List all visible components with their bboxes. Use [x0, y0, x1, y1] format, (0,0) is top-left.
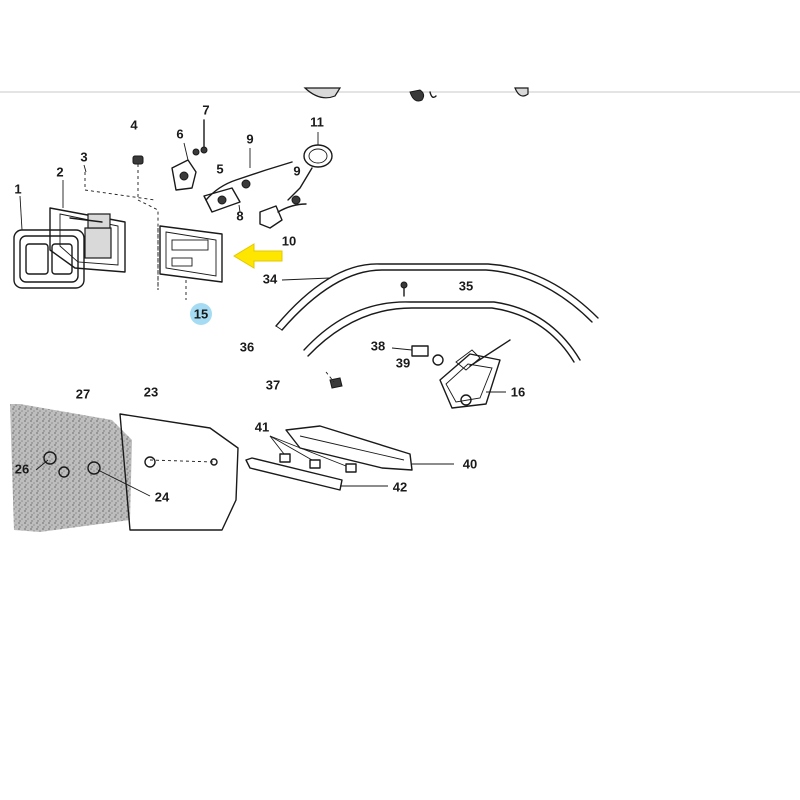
label-36: 36 — [240, 339, 254, 354]
label-40: 40 — [463, 456, 477, 471]
label-26: 26 — [15, 461, 29, 476]
label-35: 35 — [459, 278, 473, 293]
label-7: 7 — [202, 102, 209, 117]
label-11: 11 — [310, 114, 324, 129]
label-2: 2 — [56, 164, 63, 179]
part-23-inner-panel — [119, 413, 239, 531]
highlight-arrow — [233, 243, 283, 269]
label-37: 37 — [266, 377, 280, 392]
part-38-39-bolts — [391, 345, 444, 366]
label-9a: 9 — [246, 131, 253, 146]
top-fragments — [303, 87, 529, 102]
part-35-window-channel — [303, 281, 581, 363]
part-4-screw — [132, 155, 159, 290]
part-1-handle-bezel — [13, 229, 85, 289]
part-37-screw — [325, 371, 343, 389]
part-34-window-channel — [275, 263, 599, 331]
part-labels: 1 2 3 4 5 6 7 8 9 9 10 11 15 16 23 24 26… — [14, 102, 525, 504]
label-24: 24 — [155, 489, 170, 504]
callout-15-marker — [190, 303, 212, 325]
label-39: 39 — [396, 355, 410, 370]
part-8-9-rod-clip — [203, 161, 293, 213]
label-9b: 9 — [293, 163, 300, 178]
label-4: 4 — [130, 117, 138, 132]
label-1: 1 — [14, 181, 21, 196]
label-23: 23 — [144, 384, 158, 399]
label-42: 42 — [393, 479, 407, 494]
part-15-latch-panel — [157, 225, 223, 300]
label-6: 6 — [176, 126, 183, 141]
part-27-door-trim — [10, 404, 132, 532]
label-5: 5 — [216, 161, 223, 176]
label-3: 3 — [80, 149, 87, 164]
part-11-lock-cylinder — [287, 132, 333, 201]
label-41: 41 — [255, 419, 269, 434]
part-6-7-latch-plate — [171, 119, 208, 191]
part-3-bracket — [69, 172, 156, 229]
part-42-lower-moulding — [245, 457, 388, 491]
part-2-handle-housing — [49, 207, 126, 273]
label-10: 10 — [282, 233, 296, 248]
part-10-lock-actuator — [259, 195, 307, 229]
label-27: 27 — [76, 386, 90, 401]
part-16-window-regulator — [439, 339, 511, 409]
part-41-clips — [269, 435, 357, 473]
label-15: 15 — [194, 306, 208, 321]
label-34: 34 — [263, 271, 278, 286]
label-16: 16 — [511, 384, 525, 399]
label-8: 8 — [236, 208, 243, 223]
part-40-belt-moulding — [285, 425, 454, 471]
label-38: 38 — [371, 338, 385, 353]
